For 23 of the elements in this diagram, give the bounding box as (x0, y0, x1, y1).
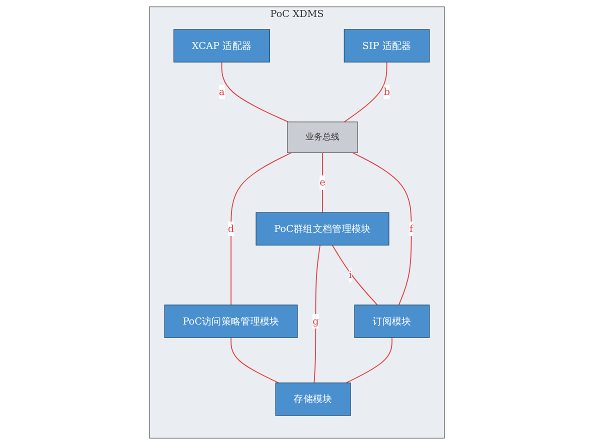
node-box: 订阅模块 (354, 304, 430, 338)
edge-label: f (410, 222, 414, 234)
edge-label: g (312, 315, 319, 327)
connector (230, 337, 280, 384)
edge-label: b (384, 86, 390, 98)
connector (344, 62, 388, 122)
node-box: XCAP 适配器 (174, 29, 270, 62)
edge-label: i (348, 269, 352, 280)
edge-label: a (218, 86, 225, 98)
connector (314, 244, 321, 384)
node-box: PoC群组文档管理模块 (256, 212, 390, 246)
node-box: 存储模块 (275, 382, 351, 416)
connector (346, 337, 392, 384)
connector (332, 244, 378, 306)
node-box: 业务总线 (287, 122, 358, 154)
connector (322, 152, 323, 213)
edge-label: d (228, 222, 234, 234)
edge-label: e (320, 176, 326, 188)
connector (230, 152, 292, 306)
connector (352, 152, 412, 306)
connector (221, 62, 289, 122)
node-box: PoC访问策略管理模块 (164, 304, 298, 338)
node-box: SIP 适配器 (344, 29, 430, 62)
